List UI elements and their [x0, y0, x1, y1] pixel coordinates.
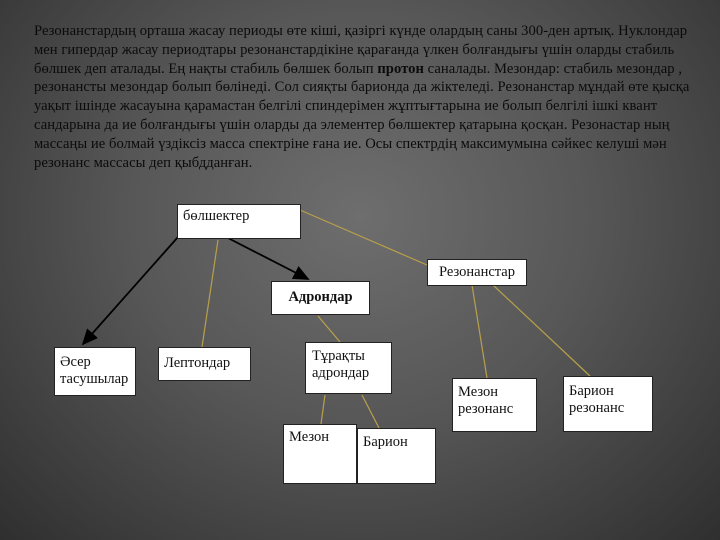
- node-leptons-label: Лептондар: [164, 355, 231, 371]
- node-meson: Мезон: [283, 424, 357, 484]
- node-baryon-label: Барион: [363, 434, 408, 450]
- line-resonances-to-baryon-res: [492, 284, 591, 377]
- line-root-to-leptons: [201, 239, 219, 348]
- node-leptons: Лептондар: [158, 347, 251, 381]
- node-meson-label: Мезон: [289, 429, 329, 445]
- body-text-part-1: Резонанстардың орташа жасау периоды өте …: [34, 23, 688, 77]
- arrow-root-to-hadrons: [227, 237, 310, 280]
- body-text-part-2: саналады. Мезондар: стабиль мезондар , р…: [34, 60, 690, 171]
- line-root-to-resonances: [299, 209, 428, 266]
- body-text: Резонанстардың орташа жасау периоды өте …: [34, 22, 694, 172]
- node-meson-resonance: Мезон резонанс: [452, 378, 537, 432]
- node-baryon-resonance-label: Барион резонанс: [569, 383, 625, 416]
- node-interaction-carriers-label: Әсер тасушылар: [60, 354, 129, 387]
- node-resonances: Резонанстар: [427, 259, 527, 286]
- node-baryon: Барион: [357, 428, 436, 484]
- node-hadrons: Адрондар: [271, 281, 370, 315]
- line-resonances-to-meson-res: [471, 284, 488, 379]
- node-resonances-label: Резонанстар: [439, 264, 515, 280]
- node-baryon-resonance: Барион резонанс: [563, 376, 653, 432]
- node-particles-label: бөлшектер: [183, 208, 250, 224]
- node-meson-resonance-label: Мезон резонанс: [458, 384, 514, 417]
- line-hadrons-to-stable: [317, 315, 341, 343]
- arrow-root-to-carriers: [81, 236, 179, 346]
- node-interaction-carriers: Әсер тасушылар: [54, 347, 136, 396]
- line-stable-to-meson: [320, 394, 326, 425]
- node-hadrons-label: Адрондар: [288, 289, 353, 305]
- line-stable-to-baryon: [361, 394, 380, 429]
- node-stable-hadrons-label: Тұрақты адрондар: [312, 348, 370, 381]
- proton-term: протон: [377, 60, 424, 77]
- node-stable-hadrons: Тұрақты адрондар: [305, 342, 392, 394]
- node-particles: бөлшектер: [177, 204, 301, 239]
